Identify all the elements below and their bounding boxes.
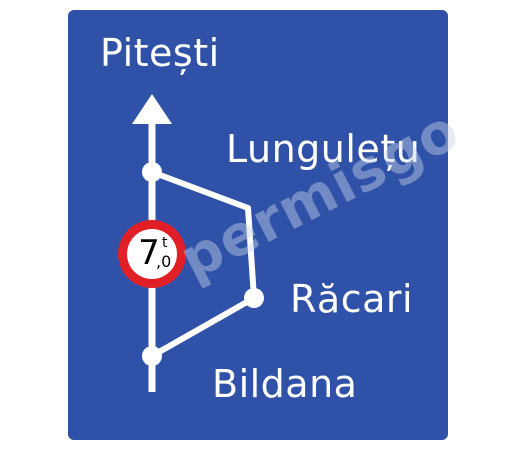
junction-node-racari xyxy=(244,288,264,308)
detour-route-line xyxy=(150,169,257,359)
weight-limit-value: 7 xyxy=(138,233,160,273)
weight-limit-unit: t xyxy=(162,235,168,251)
sign-graphic xyxy=(56,0,460,451)
destination-bildana: Bildana xyxy=(212,362,358,406)
junction-node-upper xyxy=(142,162,162,182)
arrow-up-icon xyxy=(132,94,172,124)
weight-limit-inner xyxy=(127,229,177,279)
weight-limit-decimal: ,0 xyxy=(156,252,172,271)
destination-lungule: Lungulețu xyxy=(226,127,421,171)
direction-sign: 7 t ,0 Pitești Lungulețu Răcari Bildana xyxy=(56,0,460,451)
destination-racari: Răcari xyxy=(290,277,414,321)
destination-pitesti: Pitești xyxy=(100,31,220,75)
junction-node-lower xyxy=(142,346,162,366)
